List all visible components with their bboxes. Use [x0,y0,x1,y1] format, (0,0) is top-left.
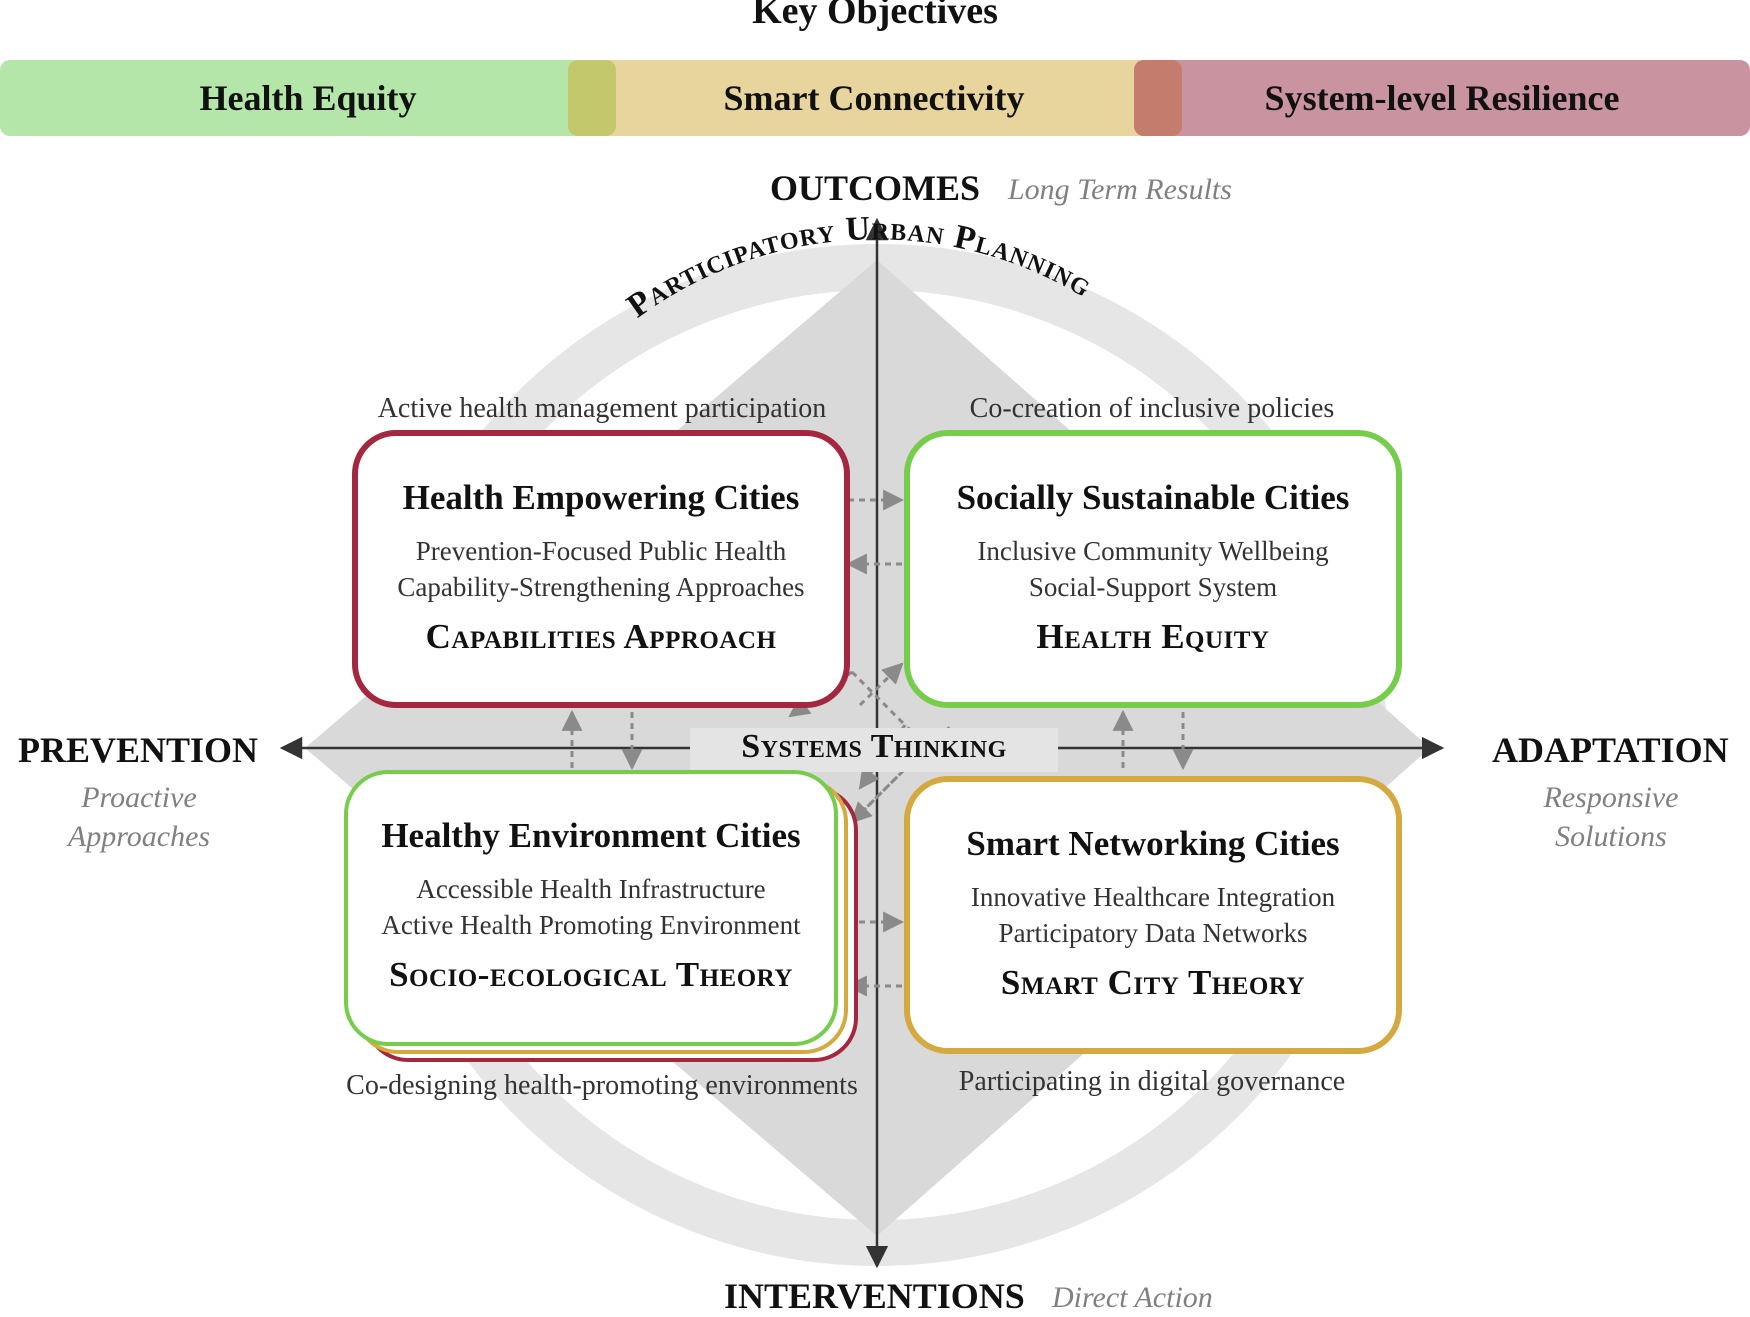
box-title: Healthy Environment Cities [381,816,801,855]
axis-bottom-label: INTERVENTIONS [724,1276,1025,1316]
box-title: Smart Networking Cities [966,824,1340,863]
axis-left-sub-1: Proactive [81,781,197,814]
axis-right-sub-2: Solutions [1555,820,1667,853]
box-line-1: Inclusive Community Wellbeing [977,536,1329,566]
box-line-2: Participatory Data Networks [998,918,1308,948]
axis-top-label: OUTCOMES [770,168,981,208]
band-overlap-1 [568,60,616,136]
caption-bottom-right: Participating in digital governance [958,1066,1346,1097]
axis-right-sub-1: Responsive [1543,781,1679,814]
box-line-1: Accessible Health Infrastructure [416,874,766,904]
band-overlap-2 [1134,60,1182,136]
axis-left-label: PREVENTION [18,730,259,770]
band-smart-connectivity: Smart Connectivity [568,60,1180,136]
box-theory: Smart City Theory [1000,963,1306,1002]
box-title: Socially Sustainable Cities [956,478,1350,517]
axis-left-sub-2: Approaches [67,820,211,853]
caption-bottom-left: Co-designing health-promoting environmen… [346,1070,858,1101]
box-line-2: Active Health Promoting Environment [381,910,801,940]
box-theory: Capabilities Approach [425,617,777,656]
box-health-empowering-cities: Health Empowering Cities Prevention-Focu… [352,430,850,708]
band-label: Health Equity [199,78,417,118]
systems-thinking-label: Systems Thinking [690,728,1058,772]
box-line-1: Prevention-Focused Public Health [415,536,787,566]
box-healthy-environment-cities: Healthy Environment Cities Accessible He… [344,770,838,1046]
band-label: Smart Connectivity [723,78,1025,118]
axis-top-sub: Long Term Results [1008,173,1232,206]
band-health-equity: Health Equity [0,60,616,136]
band-label: System-level Resilience [1264,78,1620,118]
caption-top-left: Active health management participation [377,393,827,424]
box-line-2: Social-Support System [1028,572,1278,602]
key-objectives-title: Key Objectives [752,0,998,32]
caption-top-right: Co-creation of inclusive policies [969,393,1335,424]
axis-bottom-sub: Direct Action [1052,1281,1213,1314]
box-title: Health Empowering Cities [402,478,800,517]
box-theory: Health Equity [1036,617,1270,656]
box-theory: Socio-ecological Theory [389,955,793,994]
box-line-2: Capability-Strengthening Approaches [397,572,805,602]
box-line-1: Innovative Healthcare Integration [970,882,1336,912]
band-system-resilience: System-level Resilience [1134,60,1750,136]
box-socially-sustainable-cities: Socially Sustainable Cities Inclusive Co… [904,430,1402,708]
axis-right-label: ADAPTATION [1492,730,1729,770]
box-smart-networking-cities: Smart Networking Cities Innovative Healt… [904,776,1402,1054]
